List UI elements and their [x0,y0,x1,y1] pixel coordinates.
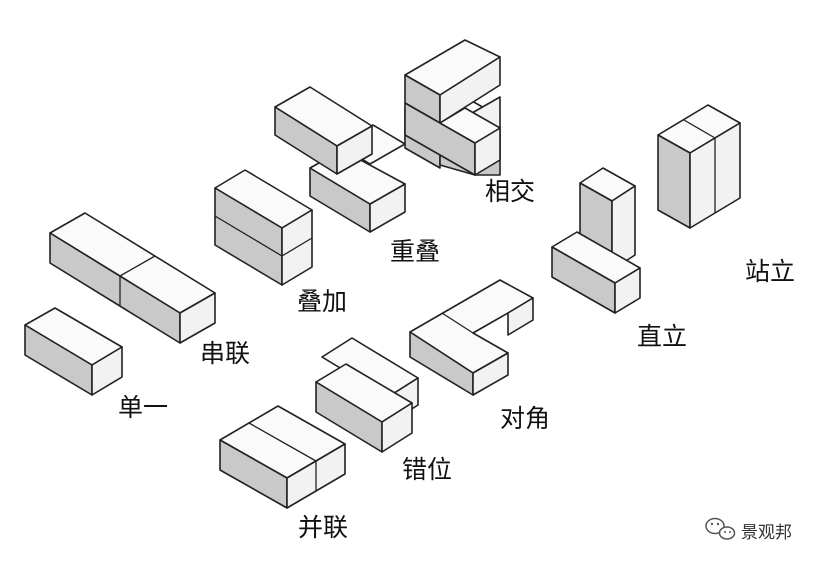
label-diagonal: 对角 [500,404,550,433]
label-parallel: 并联 [298,513,348,542]
label-stacked: 叠加 [297,287,347,316]
block-stacked [214,169,313,286]
label-upright: 直立 [637,322,687,351]
block-staggered [315,337,419,453]
label-single: 单一 [118,393,168,422]
wechat-icon [705,517,736,540]
label-standing: 站立 [745,257,795,286]
block-single [24,307,123,396]
block-overlap [274,86,406,233]
label-overlap: 重叠 [390,237,440,266]
block-series [49,212,216,344]
label-intersect: 相交 [485,177,535,206]
block-diagonal [409,279,534,396]
label-staggered: 错位 [402,455,452,484]
block-intersect [404,39,501,176]
watermark-text: 景观邦 [741,523,792,543]
block-upright [551,167,641,314]
block-parallel [219,405,346,509]
block-standing [657,104,741,229]
label-series: 串联 [200,339,250,368]
